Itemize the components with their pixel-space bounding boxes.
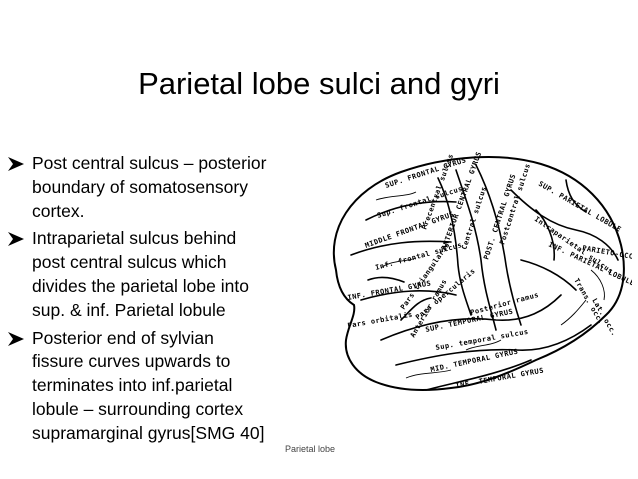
arrowhead-bullet-icon: [8, 232, 24, 247]
bullet-line: sup. & inf. Parietal lobule: [32, 299, 226, 320]
gyri-details: [375, 191, 605, 379]
bullet-line: post central sulcus which: [32, 252, 227, 273]
bullet-line: Intraparietal sulcus behind: [32, 228, 237, 249]
sulci-lines: [350, 164, 619, 391]
brain-lateral-diagram: SUP. FRONTAL GYRUS Sup. frontal sulcus M…: [332, 150, 632, 391]
arrowhead-bullet-icon: [8, 331, 24, 346]
brain-outline: [332, 156, 625, 391]
bullet-line: Post central sulcus – posterior: [32, 153, 267, 173]
bullet-item: Posterior end of sylvian fissure curves …: [6, 327, 296, 446]
bullet-line: lobule – surrounding cortex: [32, 398, 244, 419]
bullet-item: Intraparietal sulcus behind post central…: [6, 227, 296, 322]
figure-caption: Parietal lobe: [285, 444, 336, 454]
bullet-line: fissure curves upwards to: [32, 351, 231, 372]
bullet-line: terminates into inf.parietal: [32, 375, 233, 396]
slide-title: Parietal lobe sulci and gyri: [138, 66, 500, 101]
bullet-line: boundary of somatosensory: [32, 176, 248, 197]
bullet-list: Post central sulcus – posterior boundary…: [6, 152, 296, 450]
arrowhead-bullet-icon: [8, 157, 24, 171]
bullet-item: Post central sulcus – posterior boundary…: [6, 152, 296, 223]
bullet-line: supramarginal gyrus[SMG 40]: [32, 422, 265, 443]
bullet-line: Posterior end of sylvian: [32, 327, 214, 348]
bullet-line: cortex.: [32, 200, 85, 221]
bullet-line: divides the parietal lobe into: [32, 275, 249, 296]
